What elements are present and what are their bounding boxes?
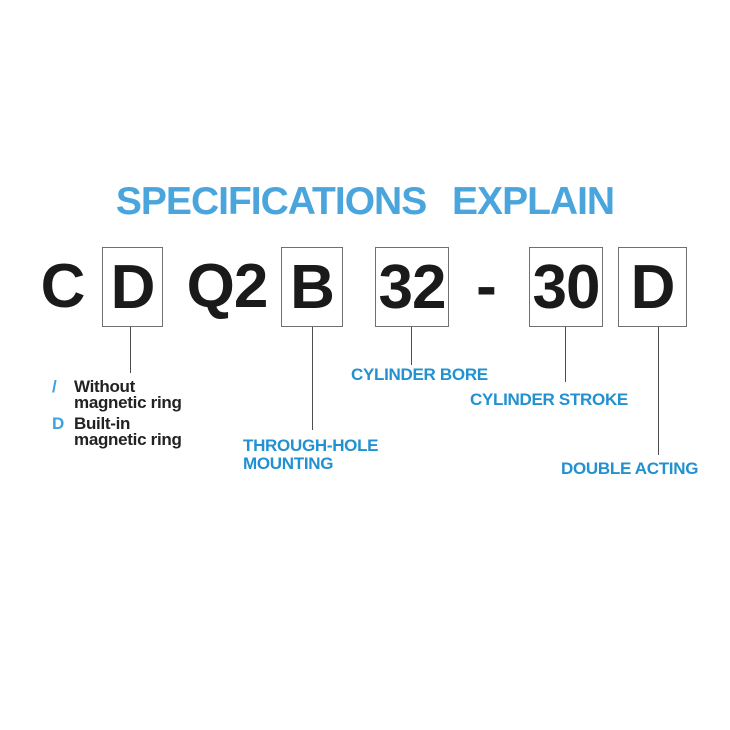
legend-code-d: D bbox=[52, 414, 65, 433]
legend-item-without-ring: / Without magnetic ring bbox=[52, 377, 182, 412]
page-title: SPECIFICATIONS EXPLAIN bbox=[115, 180, 615, 223]
legend-code-slash: / bbox=[52, 377, 57, 396]
legend-line: magnetic ring bbox=[74, 393, 182, 412]
code-segment-c: C bbox=[40, 252, 86, 321]
code-segment-d1: D bbox=[102, 247, 163, 327]
legend-line: magnetic ring bbox=[74, 430, 182, 449]
code-segment-32: 32 bbox=[375, 247, 449, 327]
connector-line-magnetic-ring bbox=[130, 327, 131, 373]
label-double-acting: DOUBLE ACTING bbox=[561, 459, 699, 478]
connector-line-cylinder-bore bbox=[411, 327, 412, 365]
legend-line: Built-in bbox=[74, 414, 131, 433]
magnetic-ring-legend: / Without magnetic ring D Built-in magne… bbox=[52, 377, 182, 453]
code-segment-dash: - bbox=[476, 252, 497, 321]
legend-item-builtin-ring: D Built-in magnetic ring bbox=[52, 414, 182, 449]
code-segment-b: B bbox=[281, 247, 343, 327]
legend-label-builtin-ring: Built-in magnetic ring bbox=[74, 414, 182, 449]
connector-line-through-hole bbox=[312, 327, 313, 430]
label-through-hole-mounting: THROUGH-HOLE MOUNTING bbox=[243, 436, 379, 473]
connector-line-cylinder-stroke bbox=[565, 327, 566, 382]
label-line: MOUNTING bbox=[243, 454, 334, 473]
legend-line: Without bbox=[74, 377, 135, 396]
legend-label-without-ring: Without magnetic ring bbox=[74, 377, 182, 412]
label-line: THROUGH-HOLE bbox=[243, 436, 379, 455]
code-segment-q2: Q2 bbox=[186, 252, 269, 321]
code-segment-d2: D bbox=[618, 247, 687, 327]
label-cylinder-bore: CYLINDER BORE bbox=[351, 365, 488, 384]
label-cylinder-stroke: CYLINDER STROKE bbox=[470, 390, 628, 409]
connector-line-double-acting bbox=[658, 327, 659, 455]
code-segment-30: 30 bbox=[529, 247, 603, 327]
